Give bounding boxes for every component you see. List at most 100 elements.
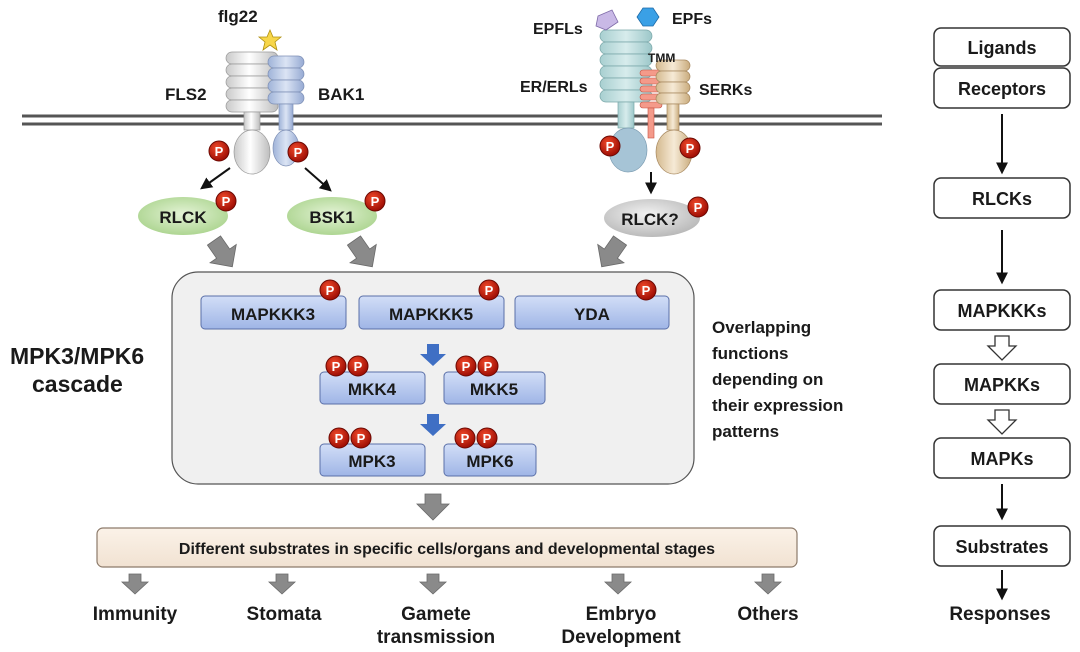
svg-text:P: P: [357, 431, 366, 446]
mapkkk3-box: MAPKKK3 P: [200, 279, 347, 330]
flow-responses: Responses: [949, 604, 1050, 625]
rlck-unknown-node: RLCK? P: [604, 196, 709, 237]
svg-text:functions: functions: [712, 344, 789, 363]
flow-box-mapkkks: [933, 289, 1071, 331]
svg-text:P: P: [371, 194, 380, 209]
block-arrow: [346, 235, 377, 268]
epf-ligand-icon: [636, 7, 660, 27]
svg-text:P: P: [606, 139, 615, 154]
flg22-star-icon: [257, 28, 283, 51]
outcome-arrow: [418, 573, 448, 595]
fls2-bak1-receptor: [225, 28, 305, 175]
svg-text:BSK1: BSK1: [309, 208, 354, 227]
svg-text:P: P: [215, 144, 224, 159]
svg-text:MAPKKKs: MAPKKKs: [957, 301, 1046, 321]
svg-text:MAPKs: MAPKs: [970, 449, 1033, 469]
substrates-banner: [96, 527, 798, 568]
flow-box-substrates: [933, 525, 1071, 567]
svg-text:MKK4: MKK4: [348, 380, 397, 399]
cascade-label-line1: MPK3/MPK6: [10, 343, 144, 369]
svg-text:their expression: their expression: [712, 396, 843, 415]
bsk1-node: BSK1 P: [287, 190, 386, 235]
svg-text:P: P: [462, 359, 471, 374]
block-arrow: [206, 235, 237, 268]
svg-text:depending on: depending on: [712, 370, 823, 389]
svg-text:RLCK?: RLCK?: [621, 210, 679, 229]
svg-text:MAPKKK5: MAPKKK5: [389, 305, 473, 324]
flg22-label: flg22: [218, 7, 258, 26]
outcome-arrow: [120, 573, 150, 595]
er-erls-label: ER/ERLs: [520, 79, 588, 96]
mpk6-box: MPK6 P P: [443, 427, 537, 477]
flow-box-mapks: [933, 437, 1071, 479]
phospho-badge: P: [287, 141, 309, 163]
outcome-gamete-line1: Gamete: [401, 604, 471, 625]
fls2-to-rlck-arrow: [200, 167, 231, 190]
outcome-arrow: [603, 573, 633, 595]
flow-box-mapkks: [933, 363, 1071, 405]
svg-text:P: P: [294, 145, 303, 160]
svg-text:MAPKKK3: MAPKKK3: [231, 305, 315, 324]
svg-text:P: P: [484, 359, 493, 374]
svg-text:P: P: [332, 359, 341, 374]
outcome-embryo-line2: Development: [561, 627, 681, 648]
block-arrow: [597, 235, 628, 268]
plasma-membrane: [22, 114, 882, 126]
er-tmm-serk-receptor: [595, 7, 693, 175]
fls2-label: FLS2: [165, 85, 207, 104]
blue-down-arrow: [420, 414, 446, 436]
phospho-badge: P: [679, 137, 701, 159]
tmm-label: TMM: [648, 51, 675, 65]
svg-text:Overlapping: Overlapping: [712, 318, 811, 337]
mkk4-box: MKK4 P P: [319, 355, 426, 405]
svg-text:P: P: [335, 431, 344, 446]
svg-text:Substrates: Substrates: [955, 537, 1048, 557]
svg-text:P: P: [222, 194, 231, 209]
outcome-stomata: Stomata: [247, 604, 322, 625]
flow-box-rlcks: [933, 177, 1071, 219]
yda-box: YDA P: [514, 279, 670, 330]
bak1-to-bsk1-arrow: [304, 167, 332, 192]
phospho-badge: P: [208, 140, 230, 162]
svg-text:MPK3: MPK3: [348, 452, 395, 471]
svg-text:Ligands: Ligands: [967, 38, 1036, 58]
svg-text:P: P: [354, 359, 363, 374]
svg-text:MAPKKs: MAPKKs: [964, 375, 1040, 395]
cascade-label-line2: cascade: [32, 371, 123, 397]
svg-text:P: P: [642, 283, 651, 298]
svg-text:P: P: [485, 283, 494, 298]
epfls-label: EPFLs: [533, 21, 583, 38]
svg-text:P: P: [326, 283, 335, 298]
svg-text:RLCK: RLCK: [159, 208, 207, 227]
outcome-embryo-line1: Embryo: [586, 604, 657, 625]
substrates-banner-text: Different substrates in specific cells/o…: [179, 541, 715, 558]
svg-text:RLCKs: RLCKs: [972, 189, 1032, 209]
mapkkk5-box: MAPKKK5 P: [358, 279, 505, 330]
outcome-immunity: Immunity: [93, 604, 178, 625]
mkk5-box: MKK5 P P: [443, 355, 546, 405]
flow-box-ligands: [933, 27, 1071, 67]
outcome-others: Others: [737, 604, 798, 625]
blue-down-arrow: [420, 344, 446, 366]
epfs-label: EPFs: [672, 11, 712, 28]
epfl-ligand-icon: [595, 9, 619, 31]
svg-text:MKK5: MKK5: [470, 380, 518, 399]
rlck-node: RLCK P: [138, 190, 237, 235]
outcome-arrow: [267, 573, 297, 595]
block-arrow-down: [416, 493, 450, 521]
overlap-note: Overlapping functions depending on their…: [712, 318, 843, 441]
flow-column: Ligands Receptors RLCKs MAPKKKs MAPKKs M…: [933, 27, 1071, 625]
flow-box-receptors: [933, 67, 1071, 109]
outcome-gamete-line2: transmission: [377, 627, 495, 648]
svg-text:MPK6: MPK6: [466, 452, 513, 471]
svg-text:Receptors: Receptors: [958, 79, 1046, 99]
outcome-arrow: [753, 573, 783, 595]
svg-text:P: P: [461, 431, 470, 446]
svg-text:patterns: patterns: [712, 422, 779, 441]
svg-text:P: P: [483, 431, 492, 446]
svg-text:YDA: YDA: [574, 305, 610, 324]
mpk3-box: MPK3 P P: [319, 427, 426, 477]
phospho-badge: P: [599, 135, 621, 157]
svg-text:P: P: [686, 141, 695, 156]
